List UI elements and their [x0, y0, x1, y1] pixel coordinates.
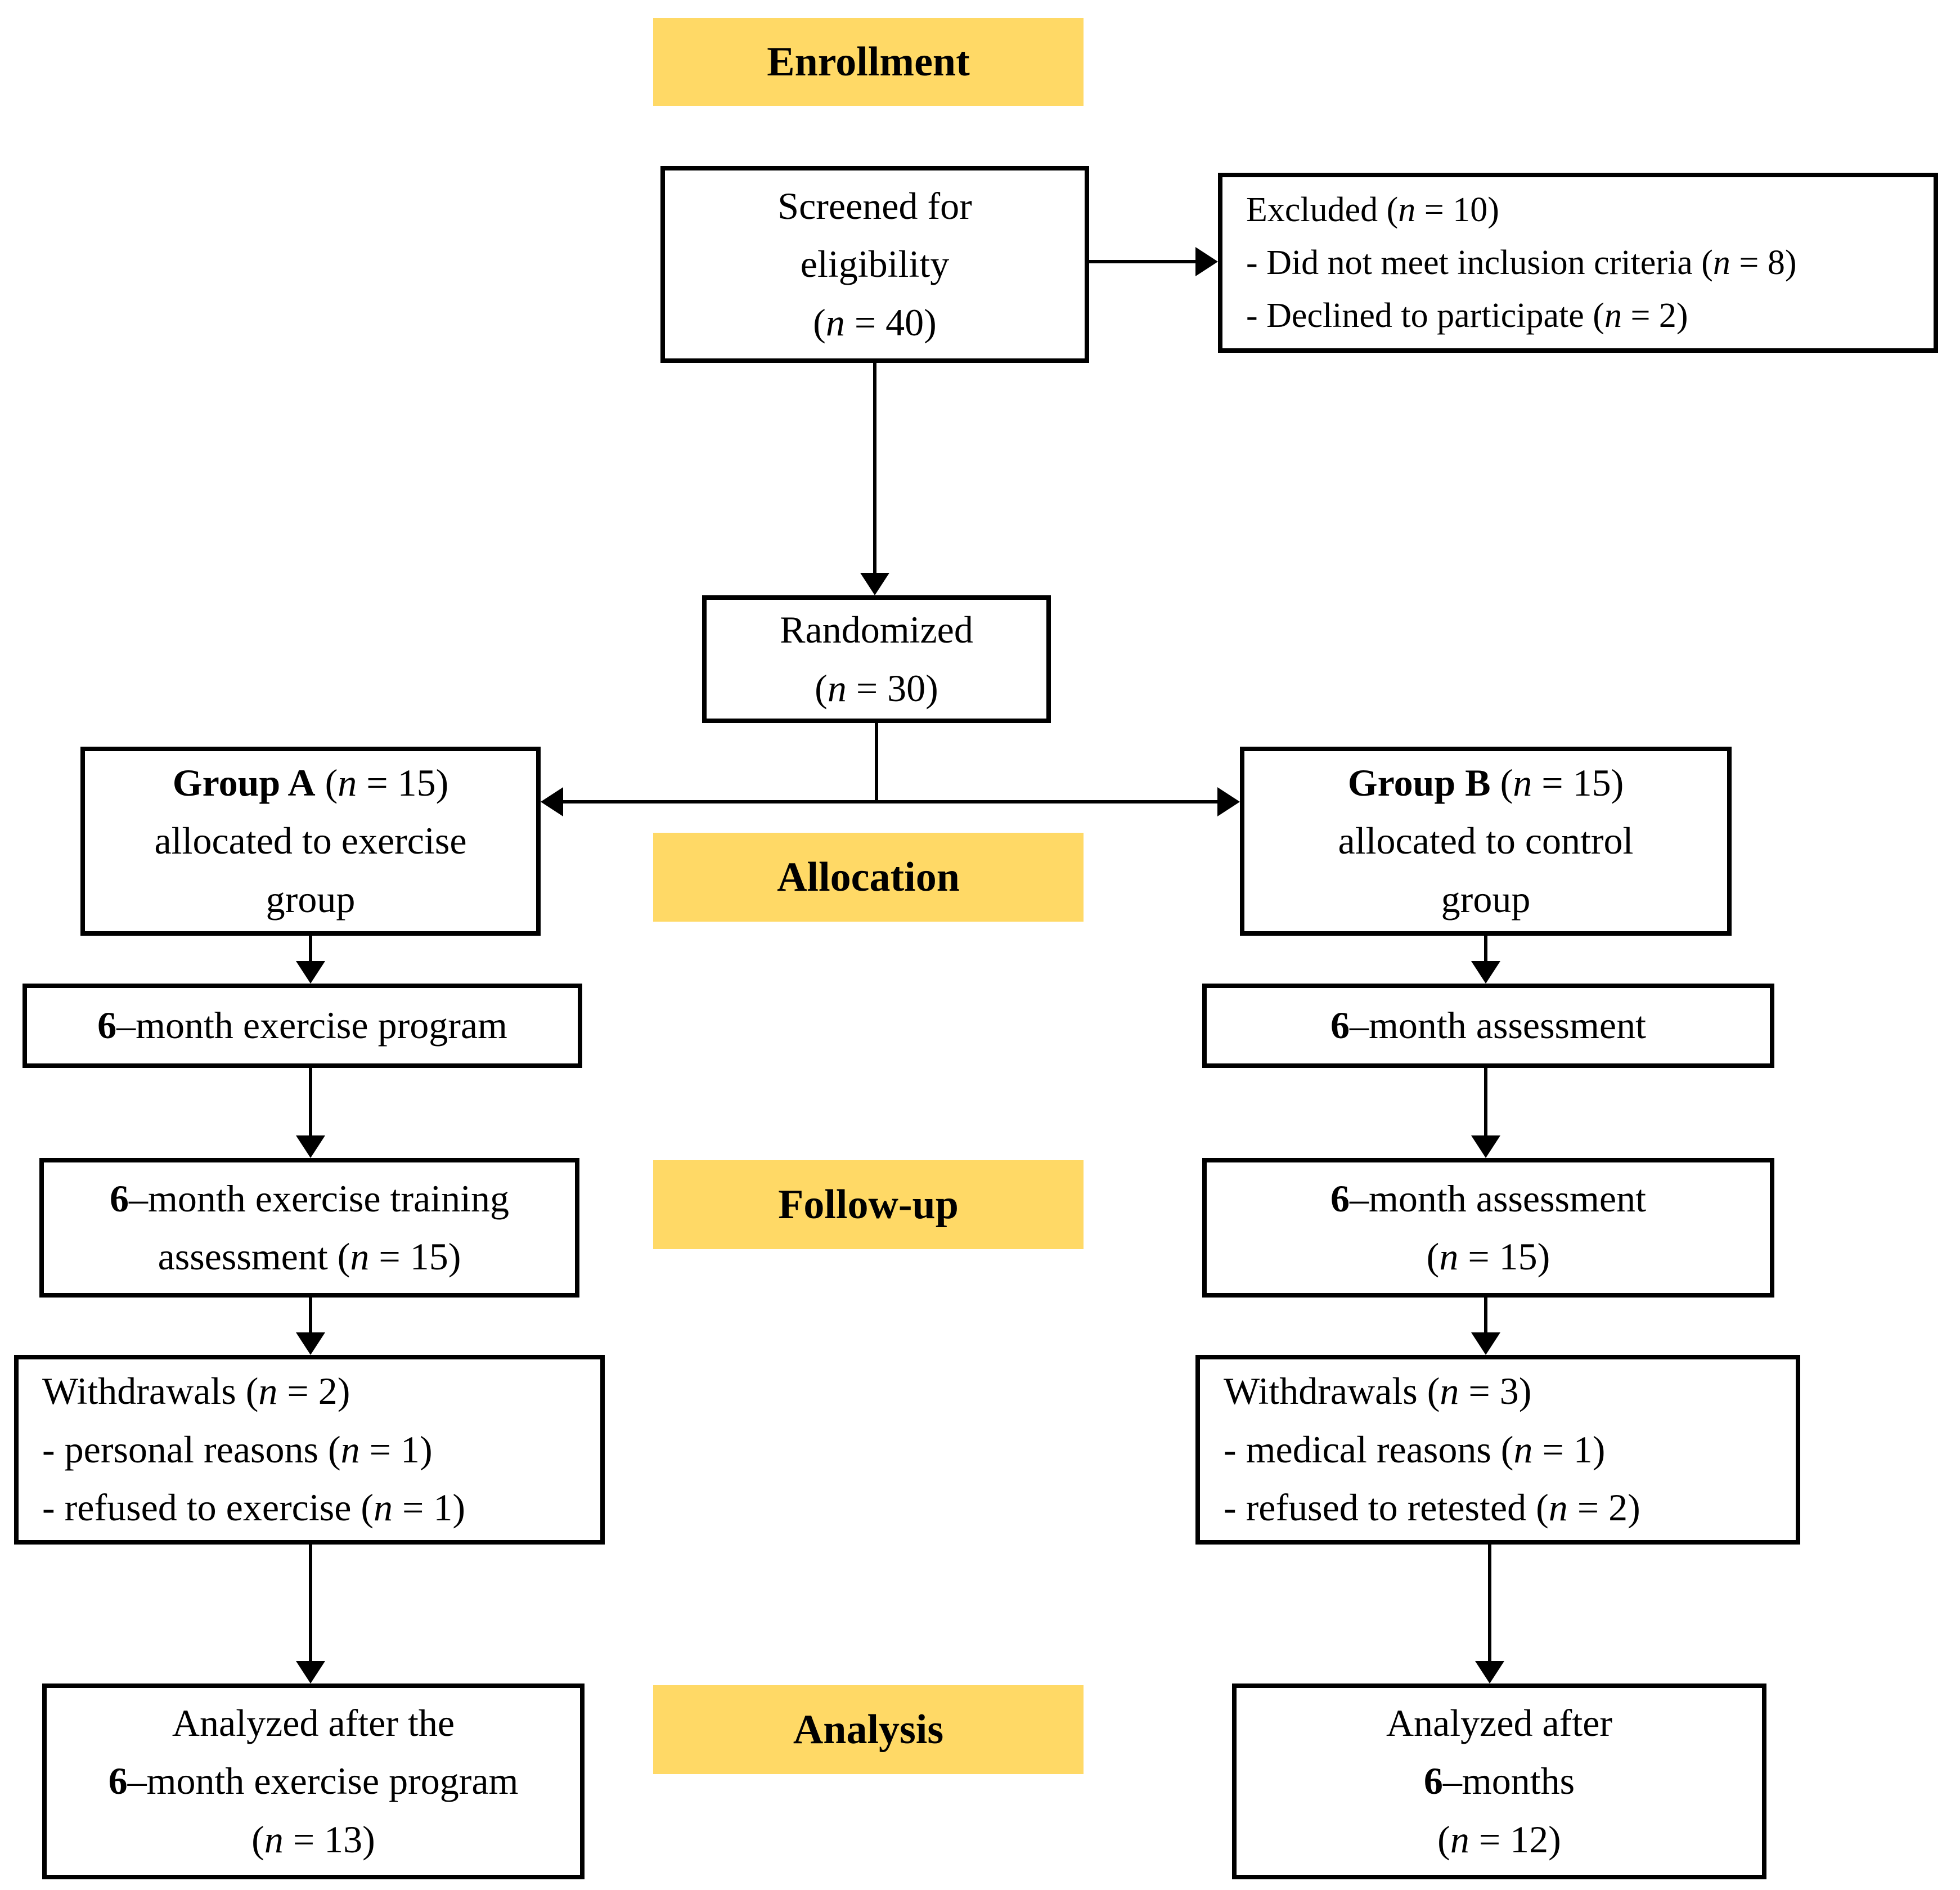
connector-groupa-program: [309, 936, 312, 963]
connector-screened-excluded: [1089, 260, 1197, 263]
box-line: (n = 12): [1437, 1817, 1561, 1861]
box-line: - refused to retested (n = 2): [1224, 1486, 1640, 1529]
arrowhead-right-icon: [1217, 787, 1240, 816]
box-line: - Declined to participate (n = 2): [1246, 297, 1688, 335]
arrowhead-down-icon: [1471, 1332, 1500, 1355]
arrowhead-down-icon: [1471, 1135, 1500, 1158]
connector-withdrawals-analyzed-b: [1488, 1545, 1491, 1662]
phase-label-enrollment: Enrollment: [653, 18, 1084, 106]
box-line: Group A (n = 15): [172, 761, 449, 804]
box-line: - personal reasons (n = 1): [42, 1427, 433, 1471]
box-line: allocated to exercise: [154, 819, 467, 863]
box-line: Withdrawals (n = 3): [1224, 1370, 1532, 1413]
box-line: - refused to exercise (n = 1): [42, 1486, 466, 1529]
connector-assessment1-assessment2: [1484, 1068, 1487, 1137]
box-line: - medical reasons (n = 1): [1224, 1427, 1606, 1471]
box-line: (n = 30): [815, 666, 938, 710]
arrowhead-down-icon: [1471, 961, 1500, 984]
box-line: 6–month assessment: [1330, 1004, 1646, 1047]
box-line: Analyzed after: [1386, 1701, 1613, 1744]
box-line: Analyzed after the: [172, 1701, 455, 1744]
box-line: 6–month exercise program: [108, 1759, 519, 1803]
box-line: (n = 15): [1426, 1235, 1550, 1278]
phase-label-allocation: Allocation: [653, 833, 1084, 922]
box-line: Excluded (n = 10): [1246, 190, 1499, 229]
box-line: Withdrawals (n = 2): [42, 1370, 350, 1413]
arrowhead-down-icon: [296, 1332, 325, 1355]
box-line: - Did not meet inclusion criteria (n = 8…: [1246, 243, 1797, 282]
box-line: (n = 40): [813, 300, 937, 344]
connector-withdrawals-analyzed-a: [309, 1545, 312, 1662]
connector-program-training: [309, 1068, 312, 1137]
box-randomized: Randomized (n = 30): [702, 595, 1051, 723]
arrowhead-down-icon: [296, 961, 325, 984]
arrowhead-right-icon: [1195, 247, 1218, 276]
connector-training-withdrawals-a: [309, 1298, 312, 1334]
box-line: allocated to control: [1338, 819, 1634, 863]
box-group-b-allocation: Group B (n = 15) allocated to control grou…: [1240, 747, 1732, 936]
phase-label-analysis: Analysis: [653, 1685, 1084, 1774]
arrowhead-down-icon: [296, 1135, 325, 1158]
arrowhead-left-icon: [541, 787, 563, 816]
phase-label-followup: Follow-up: [653, 1160, 1084, 1249]
box-line: 6–month exercise program: [97, 1004, 507, 1047]
box-analyzed-group-a: Analyzed after the 6–month exercise progr…: [42, 1684, 585, 1879]
connector-screened-randomized: [873, 363, 876, 573]
box-line: 6–months: [1423, 1759, 1575, 1803]
arrowhead-down-icon: [296, 1661, 325, 1684]
box-excluded: Excluded (n = 10) - Did not meet inclusio…: [1218, 173, 1938, 353]
box-line: 6–month assessment: [1330, 1177, 1646, 1220]
connector-randomized-branch: [875, 723, 878, 802]
box-withdrawals-group-a: Withdrawals (n = 2) - personal reasons (n…: [14, 1355, 605, 1545]
box-line: assessment (n = 15): [158, 1235, 461, 1278]
box-withdrawals-group-b: Withdrawals (n = 3) - medical reasons (n …: [1195, 1355, 1800, 1545]
arrowhead-down-icon: [1475, 1661, 1504, 1684]
box-analyzed-group-b: Analyzed after 6–months (n = 12): [1232, 1684, 1766, 1879]
box-line: Randomized: [780, 608, 973, 652]
box-line: Screened for: [777, 184, 972, 227]
box-line: 6–month exercise training: [109, 1177, 509, 1220]
box-exercise-program: 6–month exercise program: [23, 984, 582, 1068]
box-line: eligibility: [800, 243, 950, 286]
box-group-a-allocation: Group A (n = 15) allocated to exercise gro…: [80, 747, 541, 936]
arrowhead-down-icon: [860, 573, 889, 595]
box-line: group: [1441, 877, 1531, 921]
box-control-assessment-1: 6–month assessment: [1202, 984, 1774, 1068]
box-exercise-training-assessment: 6–month exercise training assessment (n =…: [39, 1158, 579, 1298]
connector-groupb-assessment1: [1484, 936, 1487, 963]
box-screened-for-eligibility: Screened for eligibility (n = 40): [660, 166, 1089, 363]
box-control-assessment-2: 6–month assessment (n = 15): [1202, 1158, 1774, 1298]
connector-assessment2-withdrawals-b: [1484, 1298, 1487, 1334]
connector-branch-horizontal: [563, 800, 1217, 803]
box-line: (n = 13): [251, 1817, 375, 1861]
box-line: group: [266, 877, 356, 921]
box-line: Group B (n = 15): [1347, 761, 1624, 804]
